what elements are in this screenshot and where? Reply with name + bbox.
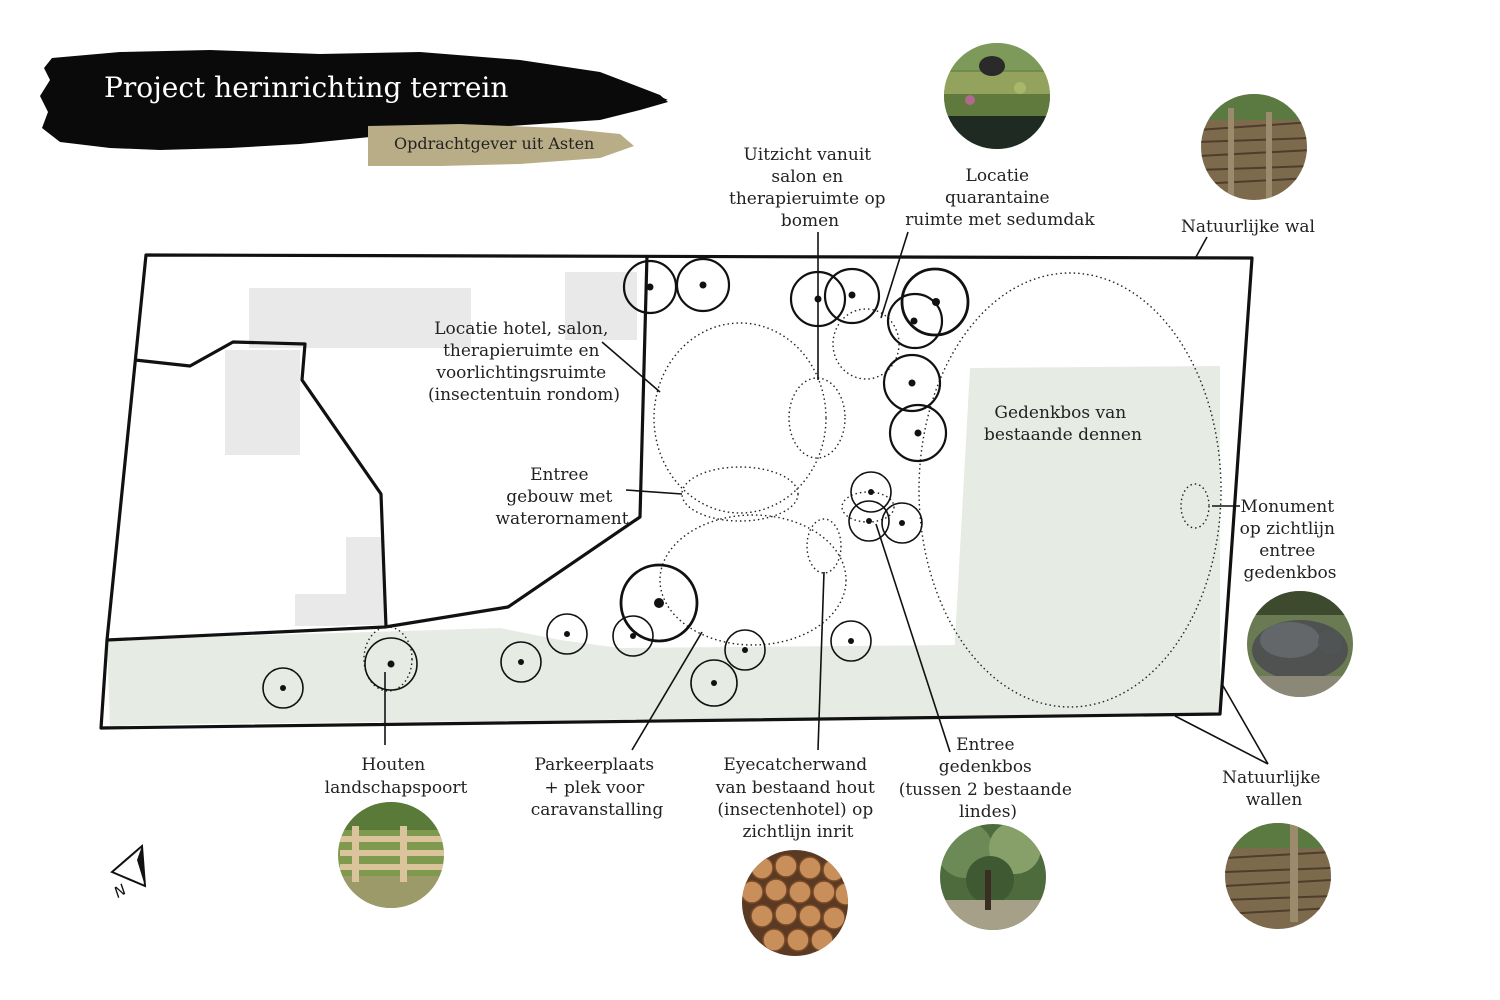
tree-trunk bbox=[387, 660, 395, 668]
north-arrow: N bbox=[110, 843, 147, 902]
uitzicht-zone bbox=[788, 377, 846, 459]
leader-hotel bbox=[601, 341, 661, 393]
tree-trunk bbox=[910, 317, 918, 325]
building-3 bbox=[225, 350, 300, 455]
tree bbox=[886, 292, 944, 350]
hotel-zone bbox=[653, 322, 827, 514]
tree-trunks bbox=[280, 281, 940, 691]
page-title: Project herinrichting terrein bbox=[104, 71, 508, 104]
label-uitzicht: Uitzicht vanuit salon en therapieruimte … bbox=[729, 145, 891, 231]
leader-wallen-2 bbox=[1221, 683, 1269, 765]
brush-stroke-banner bbox=[40, 50, 668, 150]
label-entree-gebouw: Entree gebouw met waterornament bbox=[495, 465, 628, 529]
subtitle-band bbox=[368, 124, 634, 166]
tree-trunk bbox=[932, 298, 940, 306]
tree-trunk bbox=[848, 638, 854, 644]
tree-trunk bbox=[866, 518, 872, 524]
label-wallen: Natuurlijke wallen bbox=[1222, 768, 1326, 810]
tree-trunk bbox=[711, 680, 717, 686]
linden-trees-photo bbox=[940, 824, 1046, 930]
tree-trunk bbox=[518, 659, 524, 665]
leader-wallen-1 bbox=[1174, 715, 1269, 765]
leader-entree-gebouw bbox=[625, 489, 683, 495]
tree bbox=[888, 403, 948, 463]
entree-gebouw-zone bbox=[681, 466, 799, 522]
tree bbox=[675, 257, 731, 313]
tree-trunk bbox=[280, 685, 286, 691]
tree bbox=[262, 667, 304, 709]
leader-entree-gedenkbos bbox=[875, 523, 951, 753]
eyecatcher-zone bbox=[806, 518, 842, 574]
label-eyecatcher: Eyecatcherwand van bestaand hout (insect… bbox=[715, 755, 880, 842]
sedum-roof-photo bbox=[944, 43, 1050, 149]
building-5 bbox=[295, 594, 347, 626]
tree-trunk bbox=[654, 598, 664, 608]
label-quarantaine: Locatie quarantaine ruimte met sedumdak bbox=[905, 166, 1095, 230]
tree bbox=[850, 471, 892, 513]
tree-trunk bbox=[908, 379, 916, 387]
page-subtitle: Opdrachtgever uit Asten bbox=[394, 134, 594, 153]
gedenkbos-area bbox=[950, 366, 1220, 718]
leader-wal bbox=[1195, 236, 1208, 258]
trees bbox=[262, 257, 970, 709]
tree bbox=[848, 500, 890, 542]
tree bbox=[900, 267, 970, 337]
tree-trunk bbox=[564, 631, 570, 637]
tree bbox=[690, 659, 738, 707]
tree bbox=[823, 267, 881, 325]
willow-wall-photo bbox=[1225, 823, 1331, 929]
leader-eyecatcher bbox=[817, 571, 825, 751]
buildings bbox=[225, 272, 637, 626]
tree-trunk bbox=[914, 429, 922, 437]
leader-parkeer bbox=[631, 631, 703, 751]
leader-lines bbox=[384, 231, 1269, 765]
tree-trunk bbox=[699, 281, 707, 289]
plot-boundaries bbox=[99, 253, 1254, 730]
label-parkeer: Parkeerplaats + plek voor caravanstallin… bbox=[531, 755, 664, 820]
boar-statue-photo bbox=[1247, 591, 1353, 697]
terrain-boundary bbox=[99, 253, 1254, 730]
tree bbox=[882, 353, 942, 413]
tree-trunk bbox=[742, 647, 748, 653]
tree bbox=[619, 563, 699, 643]
inner-parcel-line bbox=[134, 340, 388, 628]
tree bbox=[724, 629, 766, 671]
tree bbox=[830, 620, 872, 662]
tree-trunk bbox=[646, 283, 654, 291]
poort-zone bbox=[363, 626, 413, 692]
label-monument: Monument op zichtlijn entree gedenkbos bbox=[1240, 497, 1341, 583]
tree bbox=[364, 637, 418, 691]
brush-stroke-tail bbox=[560, 78, 668, 104]
tree bbox=[612, 615, 654, 657]
tree-trunk bbox=[848, 291, 856, 299]
gedenkbos-zone bbox=[918, 272, 1222, 708]
tree-trunk bbox=[899, 520, 905, 526]
label-wal: Natuurlijke wal bbox=[1181, 217, 1315, 237]
building-1 bbox=[249, 288, 471, 348]
north-label: N bbox=[111, 880, 130, 901]
tree bbox=[881, 502, 923, 544]
tree-trunk bbox=[630, 633, 636, 639]
west-parcel-boundary bbox=[106, 254, 649, 642]
monument-zone bbox=[1180, 483, 1210, 529]
building-4 bbox=[346, 537, 384, 625]
tree bbox=[546, 613, 588, 655]
label-gedenkbos: Gedenkbos van bestaande dennen bbox=[984, 403, 1142, 445]
willow-fence-photo bbox=[1201, 94, 1307, 200]
header: Project herinrichting terrein Opdrachtge… bbox=[40, 50, 668, 166]
label-poort: Houten landschapspoort bbox=[325, 755, 468, 798]
wooden-gate-photo bbox=[338, 802, 444, 908]
tree bbox=[500, 641, 542, 683]
leader-quarantaine bbox=[880, 231, 909, 319]
label-entree-gedenkbos: Entree gedenkbos (tussen 2 bestaande lin… bbox=[899, 735, 1078, 822]
parkeer-zone bbox=[659, 514, 847, 646]
label-hotel: Locatie hotel, salon, therapieruimte en … bbox=[428, 319, 620, 405]
tree-trunk bbox=[868, 489, 874, 495]
annotation-labels: Uitzicht vanuit salon en therapieruimte … bbox=[325, 145, 1341, 842]
log-pile-photo bbox=[742, 850, 848, 956]
